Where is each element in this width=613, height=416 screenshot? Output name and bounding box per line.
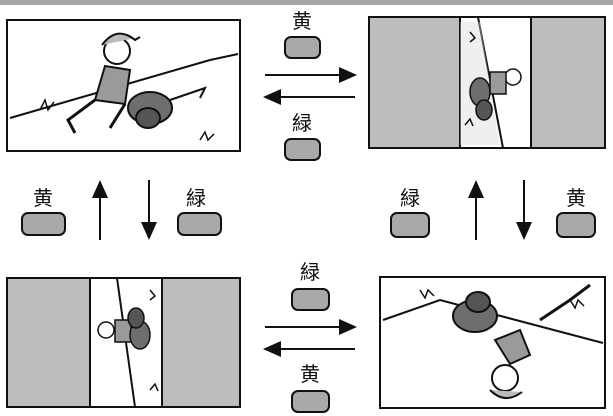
panel-bottom-left — [6, 277, 241, 408]
button-right-yellow[interactable] — [556, 212, 596, 238]
label-right-yellow: 黄 — [566, 186, 586, 210]
panel-top-left — [6, 19, 241, 152]
label-right-green: 緑 — [400, 186, 420, 210]
rotated-boy-dog — [464, 31, 522, 127]
button-top-yellow[interactable] — [284, 36, 321, 59]
upside-down-boy-dog — [419, 283, 591, 399]
boy-dog-illustration — [39, 32, 215, 142]
panel-bottom-right — [379, 276, 606, 409]
label-left-green: 緑 — [186, 186, 206, 210]
button-left-yellow[interactable] — [21, 212, 66, 236]
button-top-green[interactable] — [284, 138, 321, 161]
top-bar — [0, 0, 613, 5]
button-bottom-green[interactable] — [291, 288, 330, 311]
panel-top-right — [368, 16, 606, 149]
button-bottom-yellow[interactable] — [291, 390, 330, 413]
label-bottom-yellow: 黄 — [300, 362, 320, 386]
button-left-green[interactable] — [177, 212, 222, 236]
label-bottom-green: 緑 — [300, 260, 320, 284]
button-right-green[interactable] — [390, 212, 430, 238]
label-left-yellow: 黄 — [33, 186, 53, 210]
label-top-green: 緑 — [292, 111, 312, 135]
label-top-yellow: 黄 — [292, 9, 312, 33]
rotated-boy-dog-2 — [97, 289, 159, 392]
